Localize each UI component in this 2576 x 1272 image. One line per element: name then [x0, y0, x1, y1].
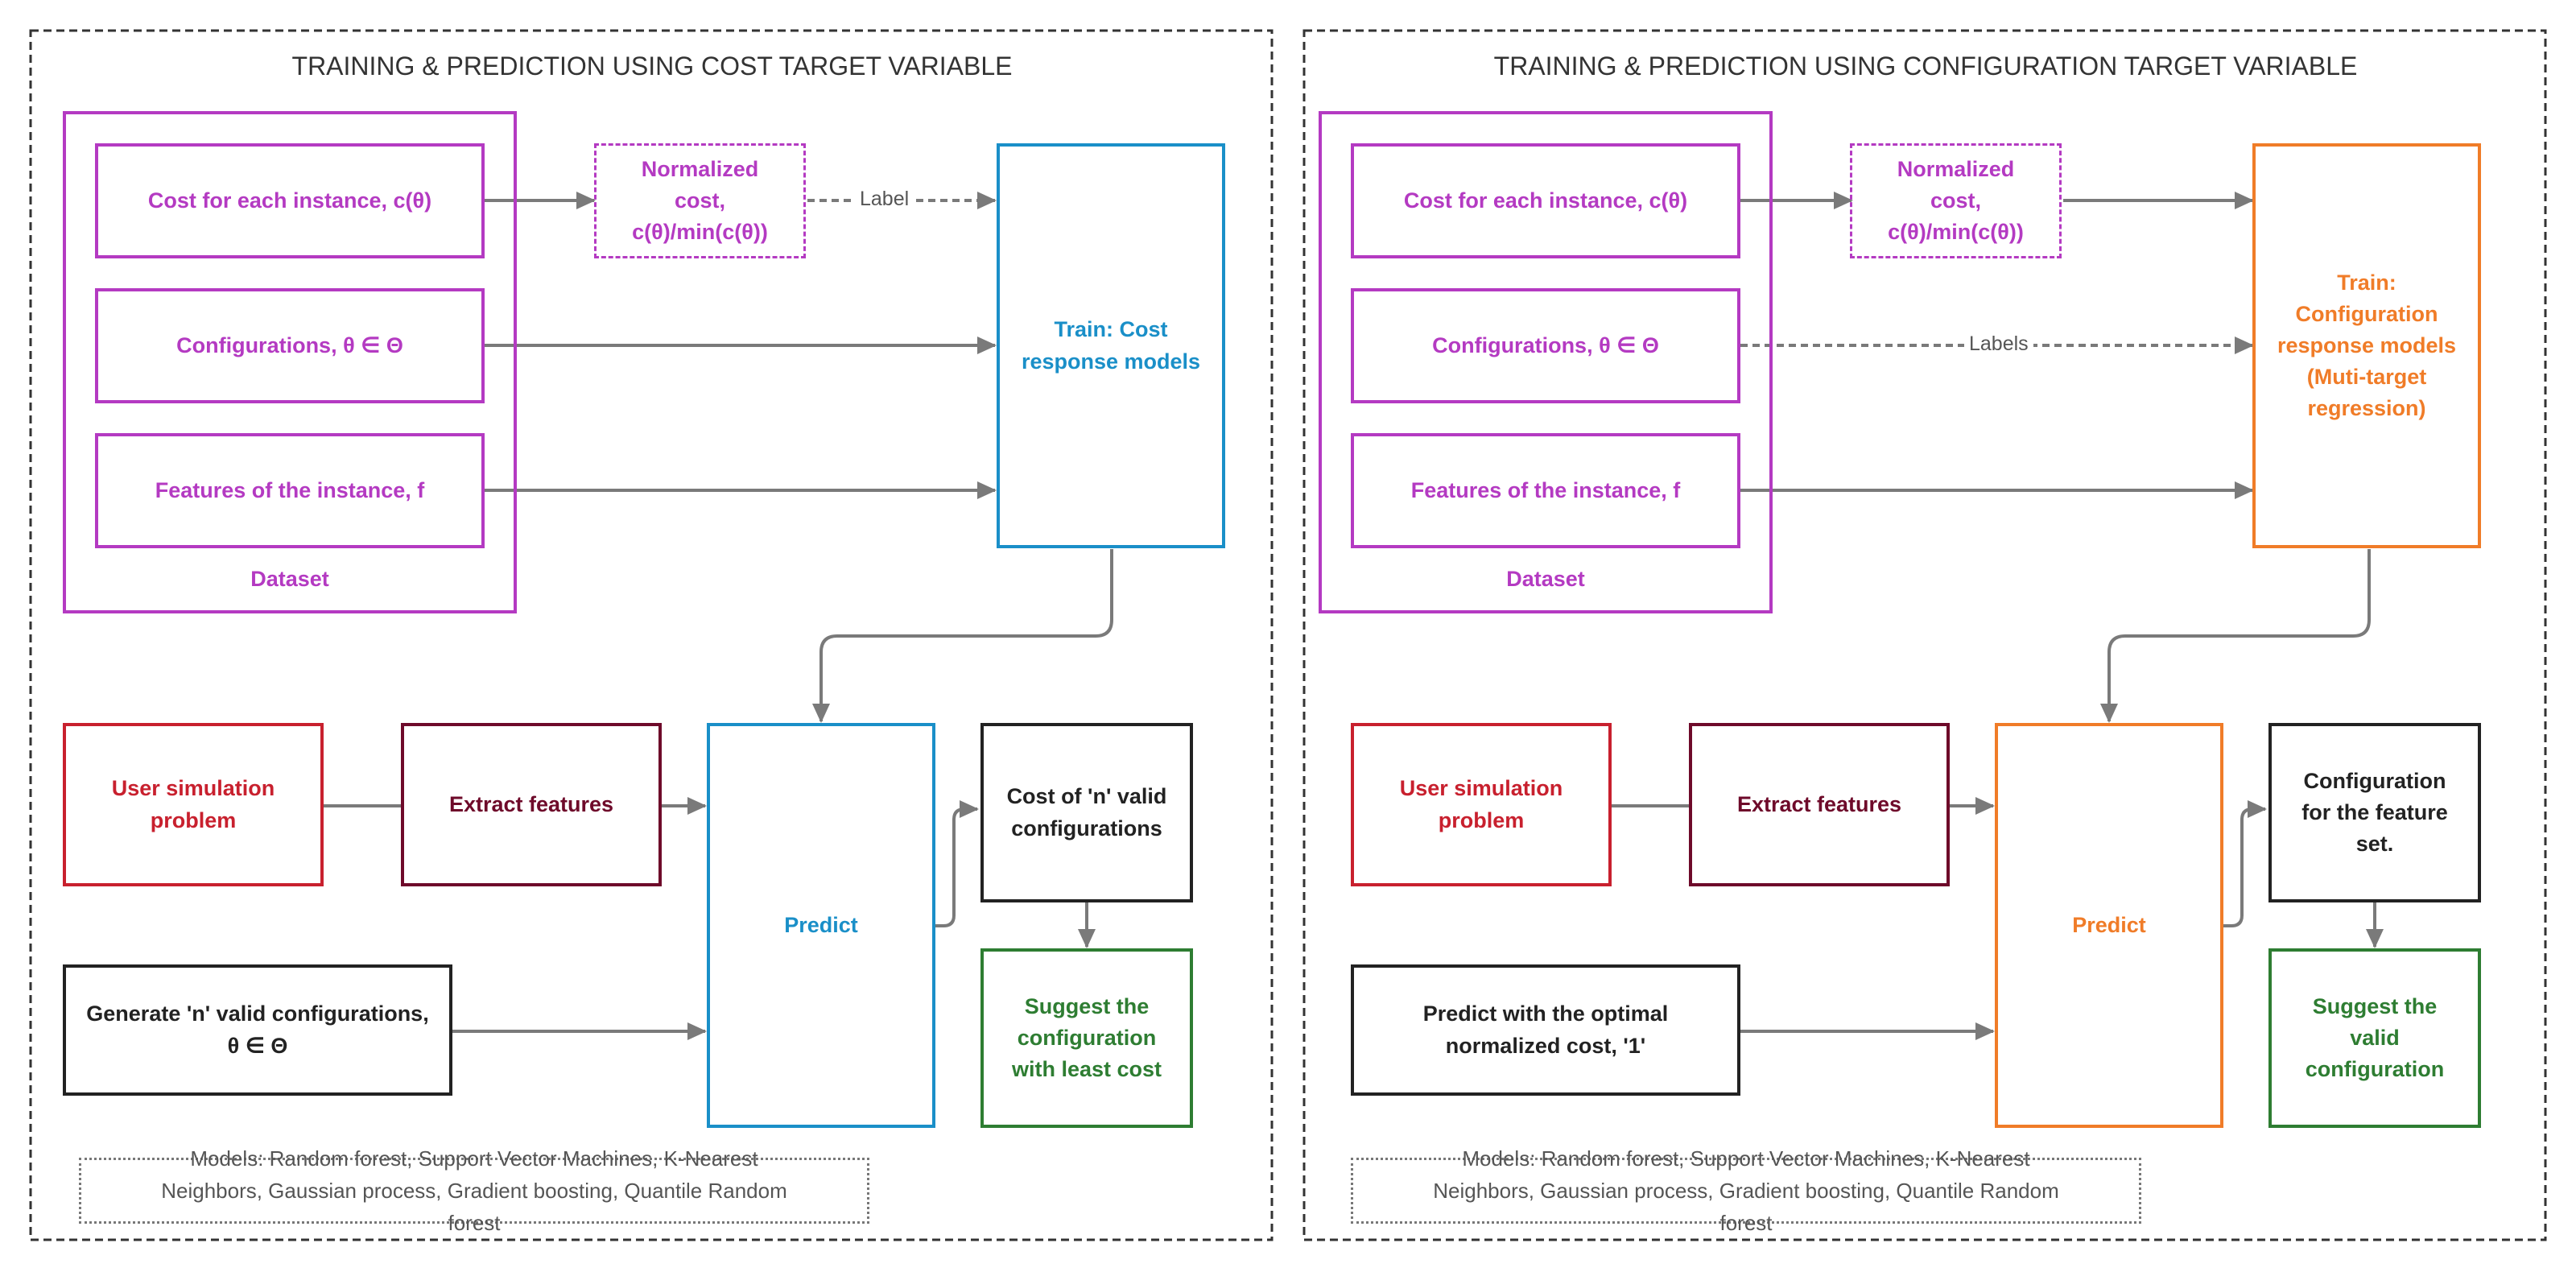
left-label-text: Label: [855, 188, 914, 211]
right-extract-box: Extract features: [1689, 723, 1950, 886]
right-features-box: Features of the instance, f: [1351, 433, 1740, 548]
right-dataset-label: Dataset: [1506, 567, 1585, 591]
arrow-train-to-predict: [812, 549, 1113, 723]
left-dataset-container: [63, 111, 517, 613]
left-normalized-cost-box: Normalized cost, c(θ)/min(c(θ)): [594, 143, 806, 258]
right-dataset-container: [1319, 111, 1773, 613]
right-labels-text: Labels: [1964, 332, 2033, 356]
right-normalized-cost-box: Normalized cost, c(θ)/min(c(θ)): [1850, 143, 2062, 258]
right-suggest-box: Suggest the valid configuration: [2268, 948, 2481, 1128]
right-panel-border: [1302, 29, 2547, 1241]
right-train-box: Train: Configuration response models (Mu…: [2252, 143, 2481, 548]
right-output-box: Configuration for the feature set.: [2268, 723, 2481, 902]
left-output-box: Cost of 'n' valid configurations: [980, 723, 1193, 902]
left-user-problem-box: User simulation problem: [63, 723, 324, 886]
left-train-box: Train: Cost response models: [997, 143, 1225, 548]
arrow-train-to-predict-r: [2100, 549, 2371, 723]
left-extract-box: Extract features: [401, 723, 662, 886]
left-config-box: Configurations, θ ∈ Θ: [95, 288, 485, 403]
left-suggest-box: Suggest the configuration with least cos…: [980, 948, 1193, 1128]
left-cost-box: Cost for each instance, c(θ): [95, 143, 485, 258]
right-generate-box: Predict with the optimal normalized cost…: [1351, 964, 1740, 1096]
right-panel-title: TRAINING & PREDICTION USING CONFIGURATIO…: [1493, 52, 2358, 81]
left-features-box: Features of the instance, f: [95, 433, 485, 548]
right-config-box: Configurations, θ ∈ Θ: [1351, 288, 1740, 403]
arrow-predict-to-output-r: [2223, 800, 2267, 927]
left-models-note: Models: Random forest, Support Vector Ma…: [79, 1146, 869, 1235]
right-predict-box: Predict: [1995, 723, 2223, 1128]
left-predict-box: Predict: [707, 723, 935, 1128]
left-generate-box: Generate 'n' valid configurations, θ ∈ Θ: [63, 964, 452, 1096]
left-panel-border: [29, 29, 1274, 1241]
arrow-predict-to-output: [935, 800, 979, 927]
left-dataset-label: Dataset: [250, 567, 329, 591]
right-models-note: Models: Random forest, Support Vector Ma…: [1351, 1146, 2141, 1235]
right-user-problem-box: User simulation problem: [1351, 723, 1612, 886]
left-panel-title: TRAINING & PREDICTION USING COST TARGET …: [291, 52, 1013, 81]
right-cost-box: Cost for each instance, c(θ): [1351, 143, 1740, 258]
